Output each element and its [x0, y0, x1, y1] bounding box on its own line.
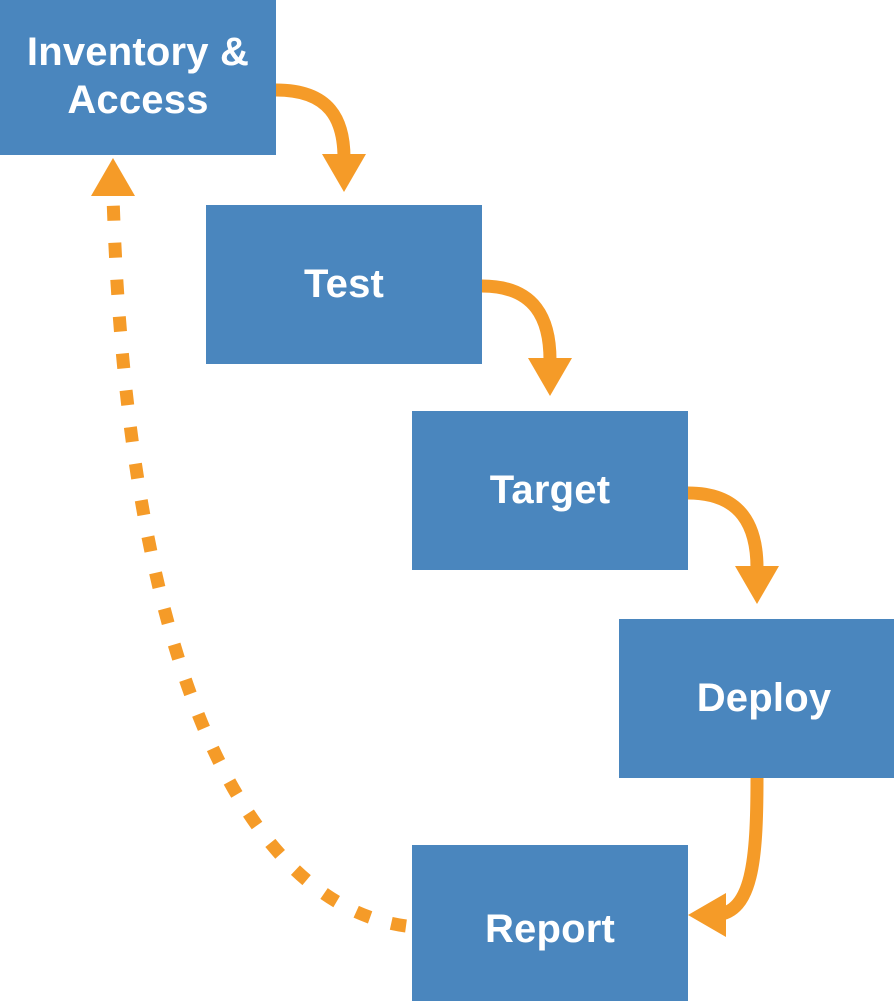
node-label: Test	[303, 261, 385, 306]
node-label: Inventory & Access	[26, 30, 250, 122]
node-test[interactable]: Test	[206, 205, 482, 364]
arrow-head-down-icon	[528, 358, 572, 396]
edge-target-to-deploy	[687, 486, 779, 604]
arrow-head-down-icon	[735, 566, 779, 604]
arrow-head-up-icon	[91, 158, 135, 196]
edge-inventory-to-test	[275, 83, 366, 192]
node-label: Target	[489, 467, 611, 512]
arrow-head-down-icon	[322, 154, 366, 192]
node-report[interactable]: Report	[412, 845, 688, 1001]
node-deploy[interactable]: Deploy	[619, 619, 894, 778]
node-target[interactable]: Target	[412, 411, 688, 570]
edge-deploy-to-report	[688, 777, 764, 937]
node-inventory-and-access[interactable]: Inventory & Access	[0, 0, 276, 155]
arrow-head-left-icon	[688, 893, 726, 937]
node-label: Deploy	[696, 675, 832, 720]
edge-test-to-target	[481, 279, 572, 396]
node-label: Report	[484, 907, 616, 952]
